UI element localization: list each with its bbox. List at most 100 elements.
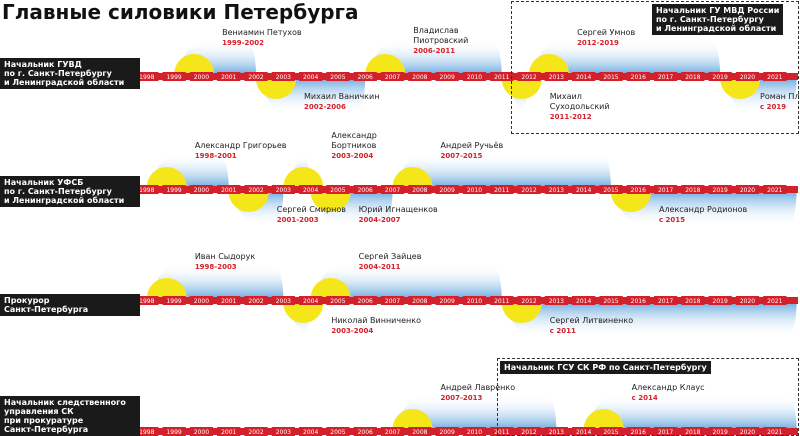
year-label: 2003 [276, 429, 291, 436]
year-label: 2001 [221, 74, 236, 81]
year-label: 2001 [221, 298, 236, 305]
year-segment [599, 296, 623, 305]
year-segment [326, 296, 350, 305]
person-name-line: Александр [331, 131, 377, 140]
year-label: 2005 [330, 74, 345, 81]
year-segment [735, 185, 760, 194]
year-segment [490, 185, 514, 194]
person-name-line: Вениамин Петухов [222, 28, 302, 37]
year-label: 2014 [576, 298, 591, 305]
year-segment [408, 185, 432, 194]
person-name-line: Сергей Умнов [577, 28, 636, 37]
year-segment [708, 72, 732, 81]
person-name: Иван Сыдорук [195, 252, 255, 262]
row-label-line: Начальник ГУВД [4, 60, 82, 69]
year-label: 2018 [685, 74, 700, 81]
row-label-line: управления СК [4, 407, 74, 416]
person-name: Вениамин Петухов [222, 28, 301, 38]
year-label: 2015 [603, 187, 618, 194]
year-segment [380, 427, 405, 436]
term-marker [146, 278, 187, 298]
year-label: 2014 [576, 429, 591, 436]
year-segment [326, 427, 350, 436]
year-segment [544, 72, 569, 81]
person-name-line: Михаил [549, 92, 582, 101]
year-segment [462, 185, 487, 194]
year-label: 2005 [330, 429, 345, 436]
year-label: 2021 [767, 187, 782, 194]
year-segment [189, 296, 214, 305]
year-segment [653, 185, 678, 194]
person-name: Сергей Зайцев [359, 252, 422, 262]
year-segment [135, 185, 159, 194]
year-label: 1999 [166, 429, 181, 436]
year-segment [162, 72, 186, 81]
year-segment [572, 427, 596, 436]
year-segment [271, 72, 295, 81]
year-segment [217, 427, 241, 436]
box-label-line: по г. Санкт-Петербургу [656, 15, 764, 24]
row-label-line: Прокурор [4, 296, 50, 305]
person-term: 2007-2015 [440, 152, 483, 160]
year-segment [517, 72, 541, 81]
term-marker [529, 54, 570, 74]
year-label: 2011 [494, 74, 509, 81]
year-segment [189, 427, 214, 436]
row-label-line: при прокуратуре [4, 416, 84, 425]
term-marker [146, 167, 187, 187]
term-marker [310, 192, 351, 212]
row-label-line: и Ленинградской области [4, 196, 125, 205]
year-segment [490, 72, 514, 81]
year-label: 2013 [549, 429, 564, 436]
year-label: 2014 [576, 74, 591, 81]
year-segment [244, 72, 268, 81]
year-label: 2007 [385, 187, 400, 194]
year-label: 2009 [440, 429, 455, 436]
term-band [392, 153, 611, 187]
year-segment [681, 72, 705, 81]
term-band [583, 395, 797, 429]
year-label: 2010 [467, 429, 482, 436]
person-name-line: Андрей Ручьёв [440, 141, 504, 150]
year-label: 2007 [385, 429, 400, 436]
person-term: 2001-2003 [276, 216, 319, 224]
row-label-line: по г. Санкт-Петербургу [4, 187, 112, 196]
year-label: 2012 [521, 187, 536, 194]
year-segment [599, 72, 623, 81]
person-term: 1998-2001 [194, 152, 237, 160]
person-term: 2011-2012 [549, 113, 592, 121]
year-segment [490, 427, 514, 436]
person-name-line: Николай Винниченко [331, 316, 421, 325]
year-segment [435, 427, 459, 436]
year-label: 2015 [603, 298, 618, 305]
person-name-line: Суходольский [549, 102, 610, 111]
year-segment [462, 296, 487, 305]
term-marker [583, 409, 624, 429]
year-segment [298, 427, 323, 436]
year-segment [244, 296, 268, 305]
year-segment [162, 427, 186, 436]
term-marker [392, 409, 433, 429]
year-label: 2013 [549, 298, 564, 305]
year-label: 2021 [767, 74, 782, 81]
person-term: 2004-2011 [358, 263, 401, 271]
year-segment [490, 296, 514, 305]
person-term: 2004-2007 [358, 216, 401, 224]
year-segment [517, 185, 541, 194]
year-segment [681, 185, 705, 194]
year-segment [326, 72, 350, 81]
year-segment [217, 185, 241, 194]
person-name: Сергей Литвиненко [550, 316, 633, 326]
year-label: 2005 [330, 298, 345, 305]
row-label-line: Санкт-Петербурга [4, 425, 89, 434]
term-band [392, 395, 557, 429]
year-segment [544, 427, 569, 436]
year-label: 2000 [194, 74, 209, 81]
year-label: 2019 [713, 74, 728, 81]
year-label: 2018 [685, 187, 700, 194]
year-label: 2009 [440, 74, 455, 81]
